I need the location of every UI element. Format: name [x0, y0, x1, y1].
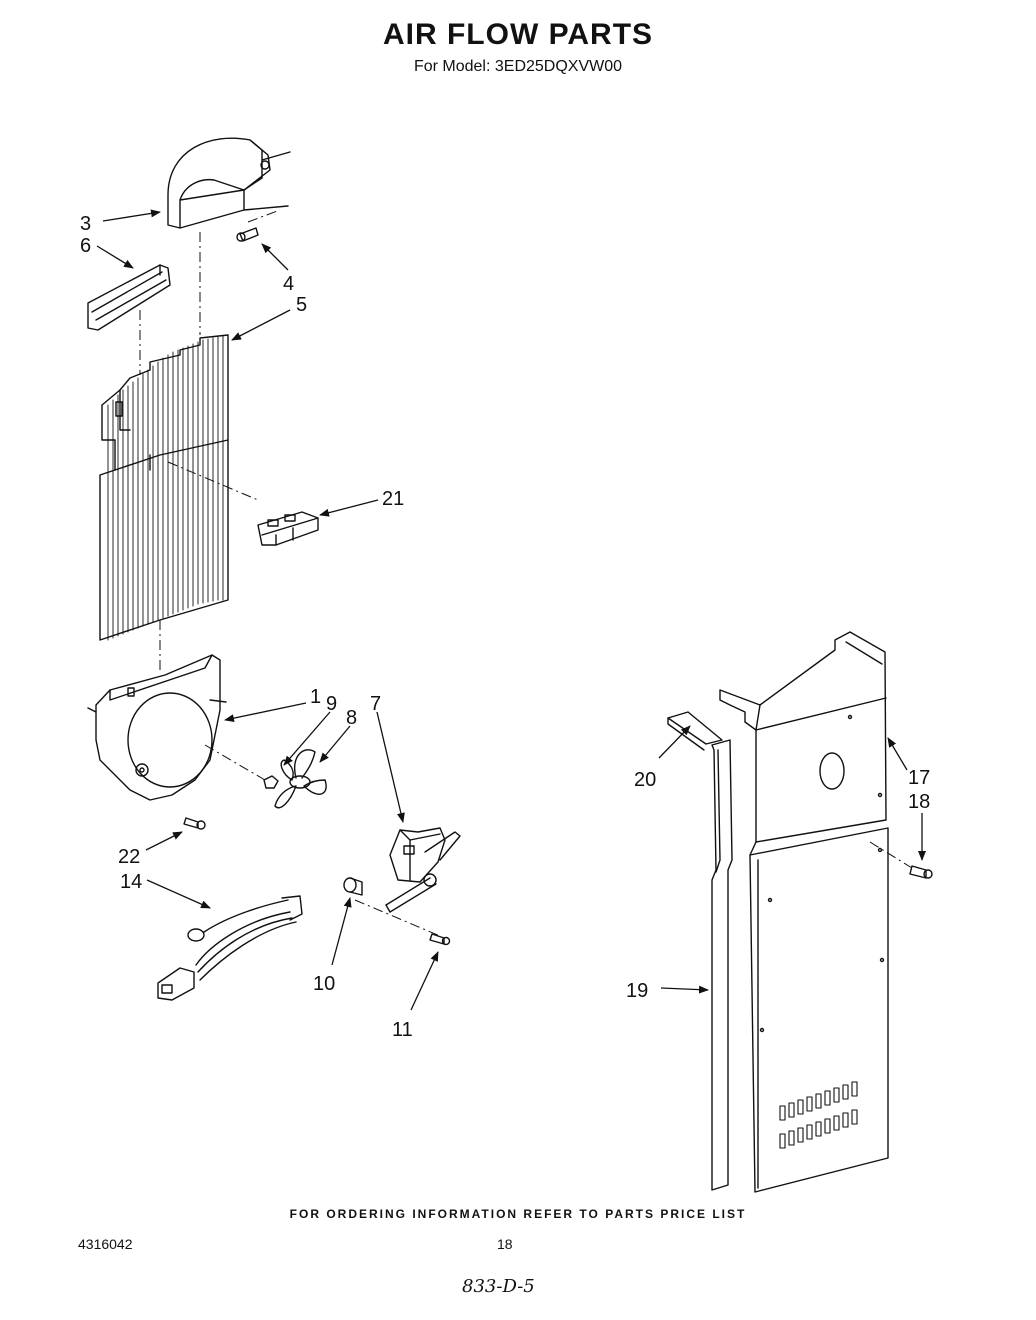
callout-9: 9	[326, 693, 337, 715]
callout-8: 8	[346, 707, 357, 729]
part-11-screw	[429, 933, 451, 946]
part-1-fan-shroud	[87, 654, 227, 801]
part-22-screw	[183, 817, 206, 830]
part-17-lower-panel	[749, 827, 889, 1193]
callout-20: 20	[634, 769, 656, 791]
page-title: AIR FLOW PARTS	[382, 18, 654, 51]
part-14-wire-harness	[157, 895, 303, 1001]
handwritten-note: 833-D-5	[462, 1276, 535, 1297]
document-number: 4316042	[78, 1236, 133, 1252]
callout-5: 5	[296, 294, 307, 316]
part-6-air-diffuser	[87, 264, 171, 331]
part-18-screw	[909, 865, 933, 879]
callout-6: 6	[80, 235, 91, 257]
part-20-gasket	[667, 711, 723, 751]
callout-11: 11	[392, 1019, 413, 1041]
part-8-fan-blade	[274, 749, 327, 809]
callout-17: 17	[908, 767, 930, 789]
part-7-fan-motor	[385, 827, 461, 913]
ordering-note: FOR ORDERING INFORMATION REFER TO PARTS …	[289, 1207, 747, 1221]
part-10-grommet	[343, 877, 363, 896]
part-4-screw	[236, 227, 259, 242]
part-17-rear-cover	[719, 631, 887, 843]
part-3-duct-cover	[167, 137, 291, 229]
part-5-evaporator-cover	[99, 334, 229, 641]
callout-arrows	[96, 209, 926, 1011]
callout-10: 10	[313, 973, 335, 995]
callout-18: 18	[908, 791, 930, 813]
callout-14: 14	[120, 871, 142, 893]
callout-7: 7	[370, 693, 381, 715]
callout-22: 22	[118, 846, 140, 868]
part-19-seal-strip	[711, 739, 733, 1191]
part-9-fan-nut	[263, 775, 279, 789]
alignment-lines	[139, 209, 913, 937]
callout-3: 3	[80, 213, 91, 235]
callout-4: 4	[283, 273, 294, 295]
callout-1: 1	[310, 686, 321, 708]
callout-labels: 3 6 4 5 21 1 9 8 7 22 14 10 11 20 17 18 …	[80, 213, 930, 1041]
part-21-bracket	[257, 511, 319, 546]
model-subtitle: For Model: 3ED25DQXVW00	[413, 58, 623, 75]
page-number: 18	[497, 1236, 513, 1252]
callout-19: 19	[626, 980, 648, 1002]
callout-21: 21	[382, 488, 404, 510]
